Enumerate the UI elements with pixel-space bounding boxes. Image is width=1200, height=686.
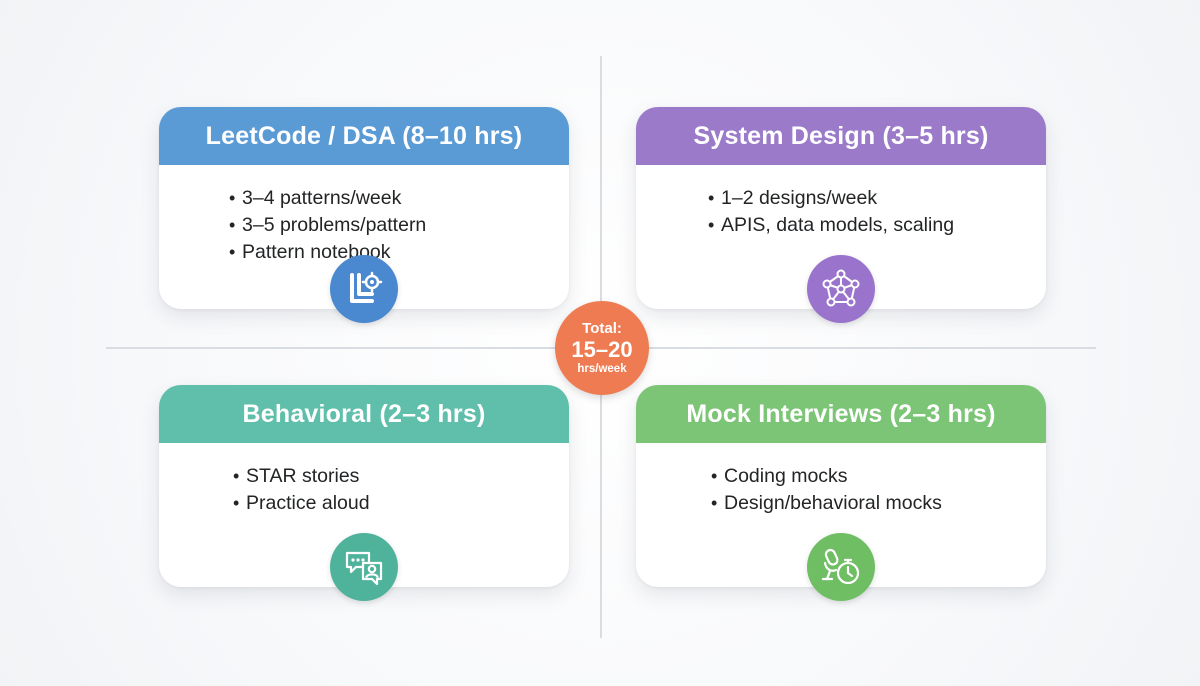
card-title: System Design (3–5 hrs) — [693, 121, 989, 150]
code-pattern-icon — [330, 255, 398, 323]
card-title: Behavioral (2–3 hrs) — [242, 399, 486, 428]
card-leetcode-dsa: LeetCode / DSA (8–10 hrs) 3–4 patterns/w… — [159, 107, 569, 323]
list-item: 3–4 patterns/week — [229, 185, 569, 212]
card-item-list: 3–4 patterns/week 3–5 problems/pattern P… — [159, 165, 569, 266]
list-item: Design/behavioral mocks — [711, 490, 1046, 517]
list-item: Practice aloud — [233, 490, 569, 517]
total-hours-badge: Total: 15–20 hrs/week — [555, 301, 649, 395]
total-unit: hrs/week — [577, 363, 627, 375]
total-value: 15–20 — [571, 337, 633, 362]
list-item: 1–2 designs/week — [708, 185, 1046, 212]
card-title: LeetCode / DSA (8–10 hrs) — [205, 121, 523, 150]
card-system-design: System Design (3–5 hrs) 1–2 designs/week… — [636, 107, 1046, 323]
chat-person-icon — [330, 533, 398, 601]
total-label: Total: — [582, 320, 622, 337]
card-behavioral: Behavioral (2–3 hrs) STAR stories Practi… — [159, 385, 569, 601]
list-item: Pattern notebook — [229, 239, 569, 266]
card-title: Mock Interviews (2–3 hrs) — [686, 399, 996, 428]
microphone-timer-icon — [807, 533, 875, 601]
card-item-list: STAR stories Practice aloud — [159, 443, 569, 517]
card-item-list: Coding mocks Design/behavioral mocks — [636, 443, 1046, 517]
list-item: STAR stories — [233, 463, 569, 490]
card-header: Mock Interviews (2–3 hrs) — [636, 385, 1046, 443]
network-nodes-icon — [807, 255, 875, 323]
list-item: 3–5 problems/pattern — [229, 212, 569, 239]
card-mock-interviews: Mock Interviews (2–3 hrs) Coding mocks D… — [636, 385, 1046, 601]
card-item-list: 1–2 designs/week APIS, data models, scal… — [636, 165, 1046, 239]
card-header: Behavioral (2–3 hrs) — [159, 385, 569, 443]
list-item: APIS, data models, scaling — [708, 212, 1046, 239]
list-item: Coding mocks — [711, 463, 1046, 490]
card-header: System Design (3–5 hrs) — [636, 107, 1046, 165]
card-header: LeetCode / DSA (8–10 hrs) — [159, 107, 569, 165]
